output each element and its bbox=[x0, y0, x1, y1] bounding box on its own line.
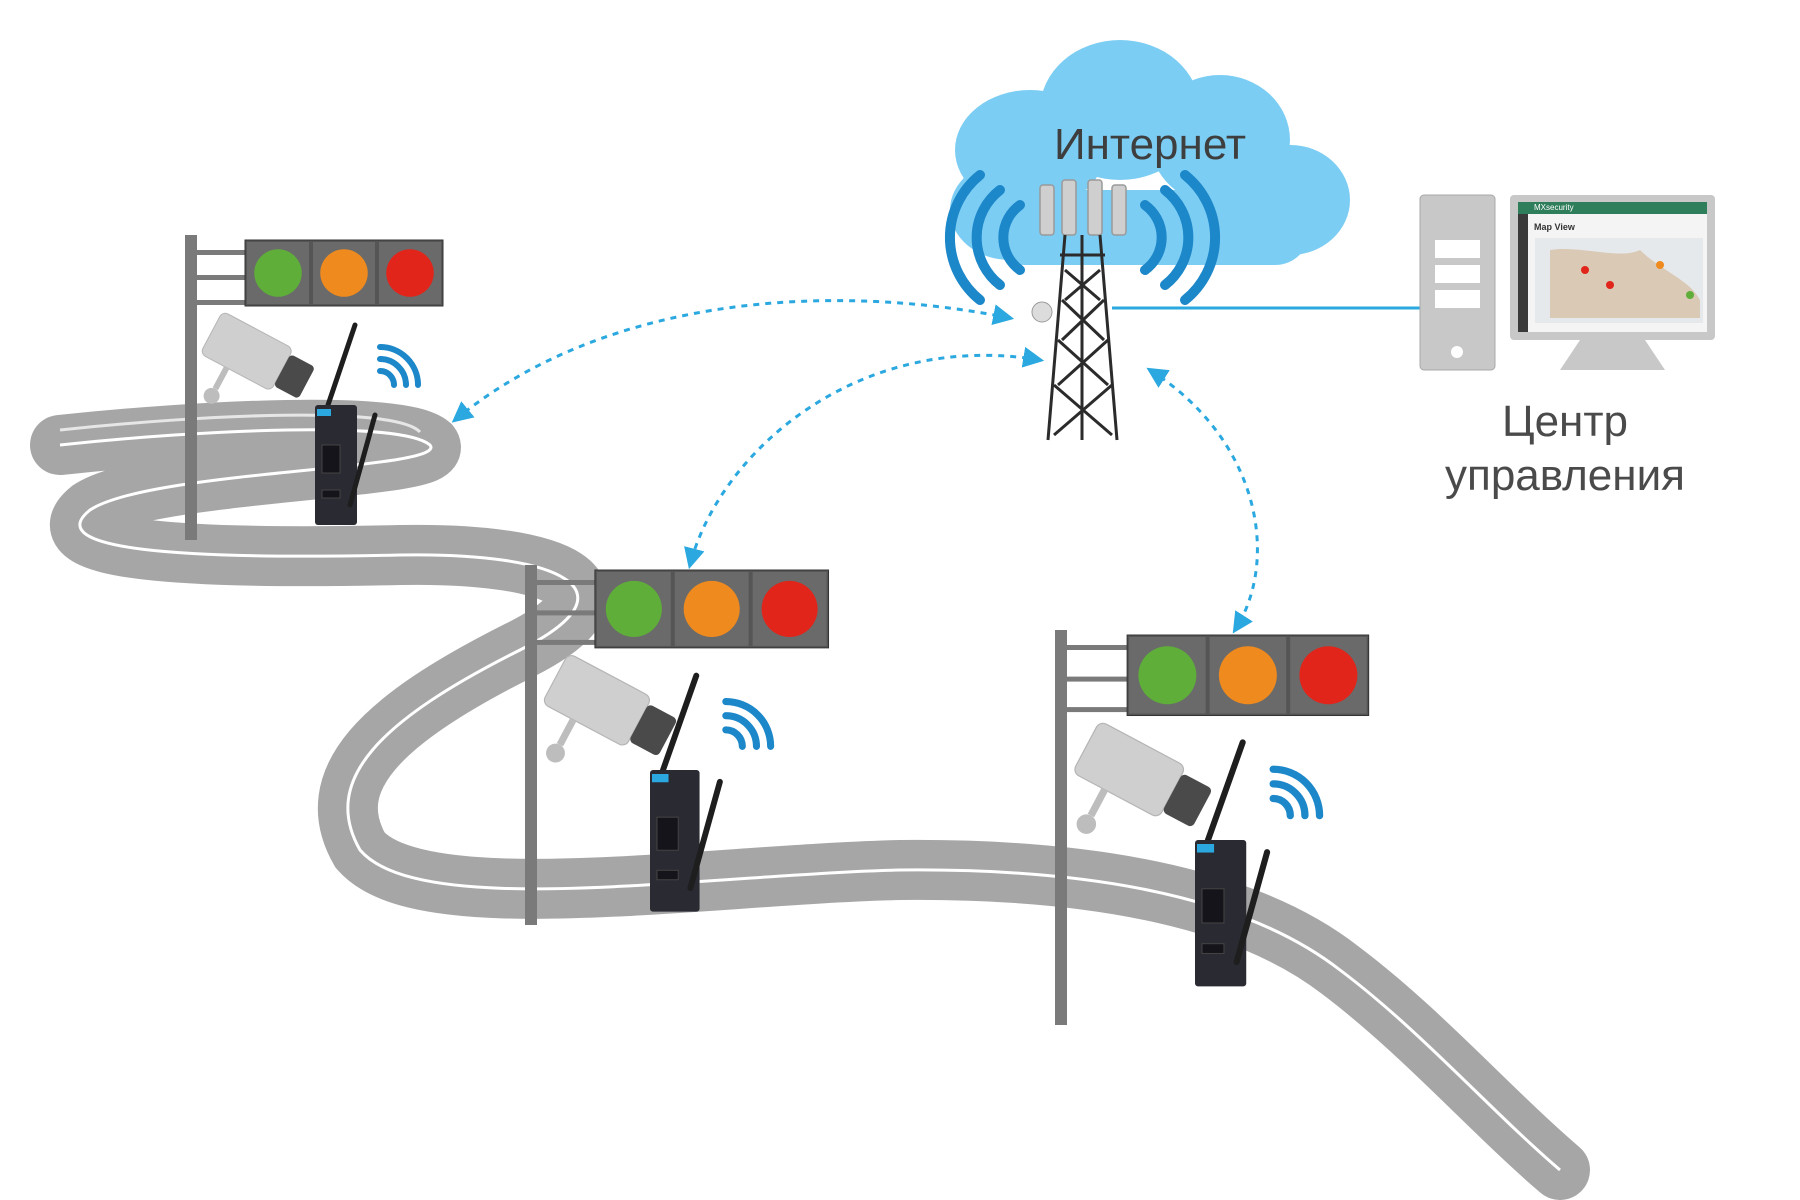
intersection-3 bbox=[1055, 630, 1370, 1025]
tower-signal-left-icon bbox=[944, 170, 1025, 305]
traffic-light-red bbox=[761, 580, 818, 637]
link-intersection-2 bbox=[684, 346, 1045, 570]
screen-view-title: Map View bbox=[1534, 222, 1575, 232]
camera-icon bbox=[543, 655, 677, 763]
traffic-light-orange bbox=[1218, 646, 1277, 705]
traffic-light-orange bbox=[320, 249, 368, 297]
camera-icon bbox=[201, 312, 314, 404]
traffic-light-red bbox=[386, 249, 434, 297]
control-center-monitor bbox=[1510, 195, 1715, 370]
intersection-2 bbox=[525, 565, 830, 925]
intersection-1 bbox=[185, 235, 444, 540]
cell-tower bbox=[944, 170, 1221, 441]
traffic-light-green bbox=[605, 580, 662, 637]
wifi-signal-icon bbox=[722, 698, 775, 750]
camera-icon bbox=[1074, 722, 1212, 834]
control-center-label-line1: Центр bbox=[1502, 397, 1628, 446]
signal-pole bbox=[185, 235, 197, 540]
wifi-signal-icon bbox=[377, 344, 421, 388]
wireless-links bbox=[451, 299, 1259, 634]
traffic-light-green bbox=[1138, 646, 1197, 705]
signal-pole bbox=[525, 565, 537, 925]
cellular-router-icon bbox=[1195, 739, 1271, 987]
tower-signal-right-icon bbox=[1140, 170, 1221, 305]
wifi-signal-icon bbox=[1269, 765, 1324, 820]
cellular-router-icon bbox=[650, 672, 723, 912]
traffic-light-orange bbox=[683, 580, 740, 637]
signal-pole bbox=[1055, 630, 1067, 1025]
control-center-label: Центр управления bbox=[1395, 395, 1735, 503]
control-center-computer bbox=[1419, 194, 1496, 371]
internet-label: Интернет bbox=[1054, 120, 1246, 169]
cellular-router-icon bbox=[315, 322, 378, 525]
traffic-light-green bbox=[254, 249, 302, 297]
control-center-label-line2: управления bbox=[1445, 451, 1685, 500]
screen-header-text: MXsecurity bbox=[1534, 203, 1574, 212]
link-intersection-3 bbox=[1146, 367, 1259, 634]
traffic-light-red bbox=[1299, 646, 1358, 705]
road bbox=[30, 399, 1590, 1200]
